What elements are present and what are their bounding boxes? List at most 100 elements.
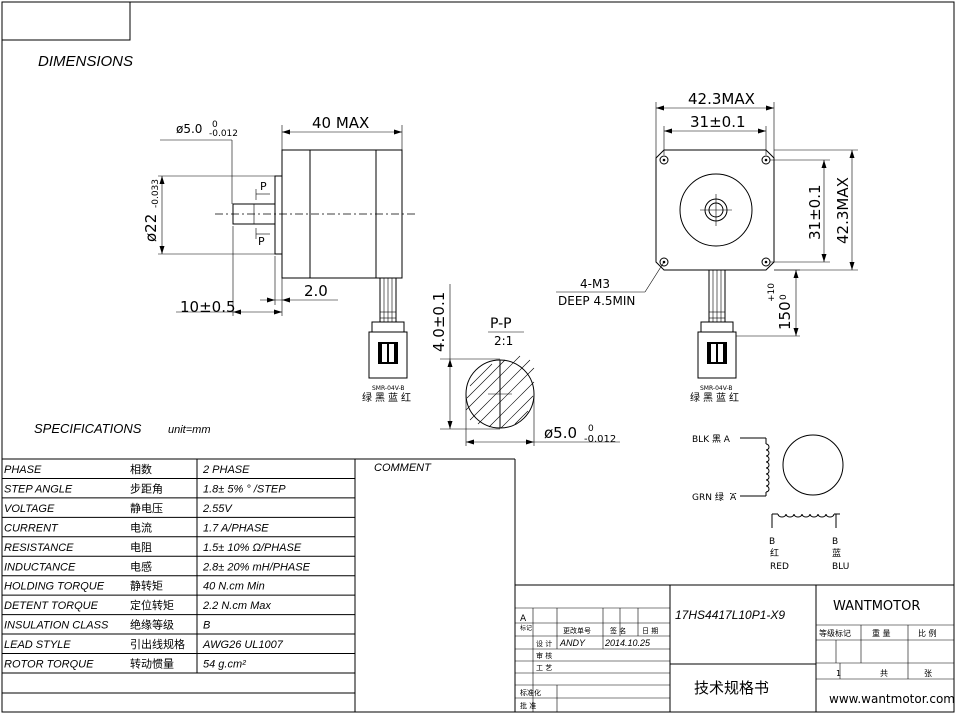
svg-text:-0.012: -0.012 [584,434,616,445]
spec-value: 1.8± 5% ° /STEP [203,483,286,495]
svg-text:BLU: BLU [832,562,849,572]
shaft-length-dim: 10±0.5 [180,298,236,316]
website-link[interactable]: www.wantmotor.com [829,692,955,706]
svg-text:标记: 标记 [520,624,532,632]
revision: A [520,614,527,624]
section-mark-bottom: P [258,235,265,248]
spec-param-en: HOLDING TORQUE [4,581,105,593]
company-name: WANTMOTOR [833,599,920,614]
svg-text:-0.012: -0.012 [209,129,238,139]
svg-text:更改单号: 更改单号 [563,626,591,635]
holes-label: 4-M3 [580,277,610,291]
spec-unit: unit=mm [168,424,211,436]
comment-header: COMMENT [374,462,432,474]
svg-text:SMR-04V-B: SMR-04V-B [700,385,733,392]
svg-text:共: 共 [880,669,888,678]
spec-param-cn: 静电压 [130,501,163,515]
svg-text:批 准: 批 准 [520,701,536,710]
svg-text:红: 红 [770,547,779,559]
spec-value: 54 g.cm² [203,659,246,671]
connector-side [371,321,405,333]
svg-text:设 计: 设 计 [536,639,552,648]
svg-text:B: B [832,537,838,547]
svg-text:A: A [730,493,737,503]
svg-text:-0.033: -0.033 [151,179,161,208]
front-hole-spacing-v: 31±0.1 [806,184,824,240]
holes-depth: DEEP 4.5MIN [558,294,635,308]
svg-text:审 核: 审 核 [536,651,552,660]
lead-length-dim: 150 [776,301,794,330]
svg-text:SMR-04V-B: SMR-04V-B [372,385,405,392]
spec-param-cn: 步距角 [130,482,163,495]
svg-text:日 期: 日 期 [642,627,658,635]
spec-value: AWG26 UL1007 [202,639,284,651]
spec-param-en: PHASE [4,464,42,476]
spec-param-cn: 电阻 [130,541,152,554]
section-scale: 2:1 [494,334,513,348]
front-height-dim: 42.3MAX [834,177,852,244]
section-view: 4.0±0.1 P-P 2:1 ø5.0 0 -0.012 [430,284,620,446]
coil-b [777,513,835,518]
spec-param-en: STEP ANGLE [4,483,73,495]
svg-text:1: 1 [836,669,841,678]
side-wire-colors: 绿黑蓝红 [362,391,414,404]
spec-value: 2.8± 20% mH/PHASE [202,561,311,573]
wire-blk-label: BLK 黑 A [692,434,731,445]
svg-text:+10: +10 [767,283,777,302]
svg-text:签 名: 签 名 [610,626,626,635]
section-dia-dim: ø5.0 [544,424,577,442]
svg-text:B: B [769,537,775,547]
shaft-dia-dim: ø5.0 [176,122,202,136]
boss-length-dim: 2.0 [304,282,328,300]
spec-param-cn: 电感 [130,560,152,573]
svg-text:0: 0 [212,120,218,130]
spec-value: 1.5± 10% Ω/PHASE [203,542,302,554]
side-view: P P 40 MAX ø5.0 0 -0.012 ø22 -0.033 10±0… [142,114,418,404]
svg-text:RED: RED [770,562,789,572]
spec-param-cn: 电流 [130,520,152,534]
spec-param-cn: 转动惯量 [130,657,174,671]
svg-text:张: 张 [924,669,932,678]
spec-param-cn: 引出线规格 [130,637,185,651]
svg-text:工 艺: 工 艺 [536,664,552,672]
corner-box [1,1,131,41]
wiring-diagram: BLK 黑 A GRN 绿 A B 红 RED B 蓝 BLU [692,434,849,572]
svg-text:等级标记: 等级标记 [819,628,851,638]
spec-param-cn: 绝缘等级 [130,618,174,632]
spec-param-cn: 定位转矩 [130,598,174,612]
svg-text:标准化: 标准化 [520,688,541,697]
spec-param-en: LEAD STYLE [4,639,71,651]
svg-text:重 量: 重 量 [872,628,891,638]
body-length-dim: 40 MAX [312,114,369,132]
spec-param-en: INDUCTANCE [4,561,76,573]
spec-param-en: RESISTANCE [4,542,74,554]
title-block: A 标记 更改单号 签 名 日 期 设 计 ANDY 2014.10.25 审 … [515,584,955,712]
dimensions-title: DIMENSIONS [38,53,133,70]
spec-value: 40 N.cm Min [203,581,265,593]
spec-param-en: INSULATION CLASS [4,620,109,632]
section-height-dim: 4.0±0.1 [430,292,448,352]
spec-param-cn: 相数 [130,463,152,476]
spec-title: SPECIFICATIONS [34,421,142,436]
front-boss [679,173,753,247]
spec-value: 2.55V [202,503,233,515]
svg-text:0: 0 [779,294,789,300]
front-body [655,149,775,271]
spec-param-en: CURRENT [4,522,59,534]
spec-param-en: ROTOR TORQUE [4,659,94,671]
spec-param-en: VOLTAGE [4,503,55,515]
section-label: P-P [490,316,512,332]
front-view: 42.3MAX 31±0.1 31±0.1 42.3MAX 4-M3 DEEP … [556,90,858,404]
part-number: 17HS4417L10P1-X9 [675,608,785,622]
coil-a [765,443,770,493]
svg-text:比 例: 比 例 [918,628,937,638]
svg-text:0: 0 [588,424,594,434]
spec-value: 1.7 A/PHASE [203,522,269,534]
designer: ANDY [559,638,586,648]
design-date: 2014.10.25 [604,638,651,648]
svg-text:蓝: 蓝 [832,547,841,559]
front-hole-spacing-h: 31±0.1 [690,113,746,131]
